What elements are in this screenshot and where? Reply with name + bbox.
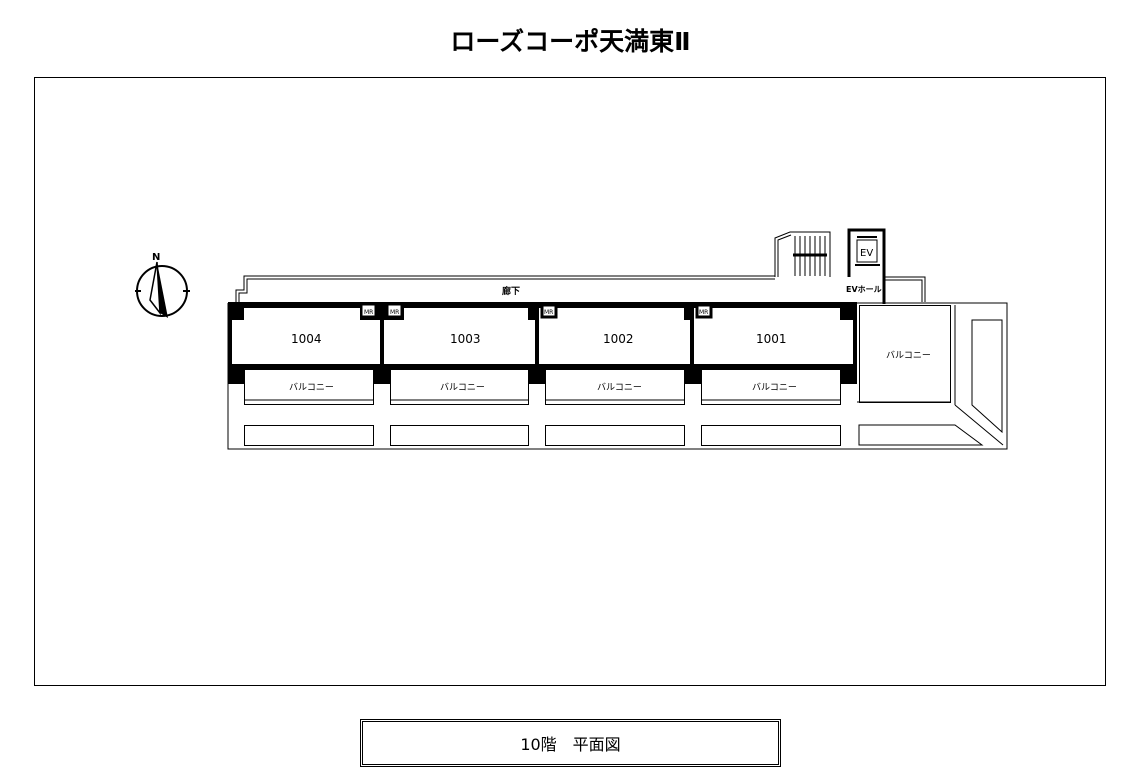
floor-caption: 10階 平面図 bbox=[360, 719, 781, 767]
unit-1001: MR 1001 バルコニー bbox=[695, 303, 841, 446]
north-compass-icon: N bbox=[135, 252, 190, 318]
unit-1002: MR 1002 バルコニー bbox=[540, 303, 685, 446]
unit-number: 1001 bbox=[756, 332, 787, 346]
elevator: EV EVホール bbox=[846, 228, 886, 304]
unit-number: 1003 bbox=[450, 332, 481, 346]
corridor bbox=[235, 275, 926, 302]
meter-room-label: MR bbox=[544, 309, 553, 316]
unit-1003: MR 1003 バルコニー bbox=[387, 304, 529, 446]
compass-north-label: N bbox=[152, 252, 160, 263]
corridor-label: 廊下 bbox=[502, 285, 520, 297]
meter-room-label: MR bbox=[699, 309, 708, 316]
plan-frame bbox=[34, 77, 1106, 686]
balcony-label: バルコニー bbox=[289, 382, 334, 393]
balcony-label: バルコニー bbox=[440, 382, 485, 393]
unit-number: 1004 bbox=[291, 332, 322, 346]
unit-number: 1002 bbox=[603, 332, 634, 346]
building-outline bbox=[227, 302, 1008, 450]
meter-room-label: MR bbox=[364, 309, 373, 316]
page-title: ローズコーポ天満東Ⅱ bbox=[450, 27, 691, 56]
meter-room-label: MR bbox=[390, 309, 399, 316]
corner-balcony-label: バルコニー bbox=[886, 350, 931, 361]
unit-1004: MR 1004 バルコニー bbox=[244, 304, 376, 446]
ev-hall-label: EVホール bbox=[846, 285, 882, 294]
balcony-label: バルコニー bbox=[597, 382, 642, 393]
balcony-label: バルコニー bbox=[752, 382, 797, 393]
ev-label: EV bbox=[860, 248, 873, 259]
staircase bbox=[774, 231, 831, 277]
